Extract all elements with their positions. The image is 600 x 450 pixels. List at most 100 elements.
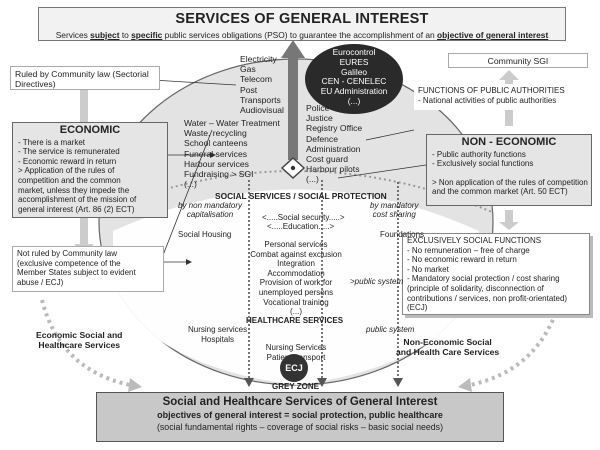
sub-objective: objective of general interest: [437, 30, 549, 40]
not-ruled-box: Not ruled by Community law (exclusive co…: [12, 246, 164, 292]
service-item: Harbour services: [184, 158, 249, 169]
economic-line: accomplishment of the mission of: [18, 195, 137, 205]
service-item: Registry Office: [306, 123, 363, 134]
sub-specific: specific: [131, 30, 163, 40]
ruled-community-text: Ruled by Community law (Sectorial Direct…: [15, 69, 149, 90]
curve-arrow-right-head: [458, 378, 472, 392]
personal-item: Accommodation: [267, 268, 325, 278]
dotted-arrow-mid-head: [317, 378, 327, 387]
social-protection-title: SOCIAL SERVICES / SOCIAL PROTECTION: [215, 191, 387, 201]
excl-social-line: - No economic reward in return: [407, 255, 517, 265]
eu-item: EU Administration: [320, 86, 388, 97]
social-zone: [113, 189, 479, 385]
healthcare-item: Nursing Services: [265, 343, 327, 352]
local-services-list: Water – Water Treatment Waste, recycling…: [184, 118, 280, 189]
education: <.....Education.....>: [267, 222, 335, 231]
service-item: Justice: [306, 113, 333, 124]
note-line: cost sharing: [372, 210, 416, 219]
leader-noneco: [337, 164, 427, 179]
service-item: School canteens: [184, 138, 248, 149]
authority-services-list: Police Justice Registry Office Defence A…: [306, 103, 362, 185]
social-security: <.....Social security.....>: [262, 213, 345, 222]
note-line: by non mandatory: [178, 201, 243, 210]
bottom-note: (social fundamental rights – coverage of…: [156, 422, 444, 432]
personal-item: (...): [290, 307, 302, 317]
note-line: capitalisation: [186, 210, 234, 219]
not-ruled-line: Member States subject to evident: [17, 268, 136, 278]
service-item: Telecom: [240, 74, 272, 85]
service-item: Fundraising > SGI: [184, 169, 254, 180]
eu-item: CEN - CENELEC: [321, 76, 387, 87]
left-arrow-shaft: [80, 90, 88, 122]
sub-to: to: [119, 30, 132, 40]
excl-social-line: contributions / services, non profit-ori…: [407, 293, 568, 303]
personal-item: Personal services: [264, 240, 328, 249]
economic-line: competition and the common: [18, 175, 121, 185]
economic-services-list: Electricity Gas Telecom Post Transports …: [240, 54, 284, 115]
service-item: Electricity: [240, 54, 277, 64]
social-left-note: by non mandatory capitalisation: [178, 201, 242, 219]
service-item: Waste, recycling: [184, 128, 247, 139]
center-arrow-shaft: [288, 58, 298, 160]
excl-social-line: (ECJ): [407, 303, 428, 313]
service-item: Funeral services: [184, 148, 248, 159]
sub-pre: Services: [55, 30, 91, 40]
label-line: Healthcare Services: [38, 340, 121, 351]
economic-social-label: Economic Social and Healthcare Services: [36, 330, 122, 350]
ecj-label: ECJ: [285, 363, 303, 373]
right-arrow-down: [499, 222, 519, 230]
non-economic-title: NON - ECONOMIC: [461, 136, 557, 148]
service-item: Transports: [240, 94, 281, 105]
personal-item: Provision of work for: [259, 278, 333, 288]
service-item: Harbour pilots: [306, 164, 360, 175]
sub-mid: public services obligations (PSO) to gua…: [162, 30, 438, 40]
non-economic-box: NON - ECONOMIC - Public authority functi…: [426, 134, 592, 206]
personal-item: Vocational training: [263, 297, 329, 307]
community-sgi-text: Community SGI: [487, 56, 549, 66]
not-ruled-line: (exclusive competence of the: [17, 258, 121, 268]
service-item: Audiovisual: [240, 105, 284, 116]
non-economic-line: - Public authority functions: [432, 149, 526, 159]
non-economic-line: - Exclusively social functions: [432, 159, 534, 169]
economic-list: - There is a market - The service is rem…: [18, 138, 162, 215]
bottom-subtitle: objectives of general interest = social …: [157, 410, 443, 420]
functions-public-authorities: FUNCTIONS OF PUBLIC AUTHORITIES - Nation…: [414, 84, 594, 110]
community-sgi-box: Community SGI: [448, 53, 588, 68]
functions-title: FUNCTIONS OF PUBLIC AUTHORITIES: [418, 86, 565, 95]
exclusively-social-box: EXCLUSIVELY SOCIAL FUNCTIONS - No remune…: [402, 233, 590, 315]
excl-social-line: (principle of solidarity, disconnection …: [407, 283, 544, 293]
center-dot: [290, 165, 296, 171]
healthcare-item: Hospitals: [201, 334, 235, 344]
excl-social-line: - Mandatory social protection / cost sha…: [407, 274, 560, 284]
economic-line: general interest (Art. 86 (2) ECT): [18, 204, 135, 214]
page-title: SERVICES OF GENERAL INTEREST: [175, 11, 429, 27]
healthcare-title: HEALTHCARE SERVICES: [246, 316, 344, 325]
public-system-social: >public system: [350, 277, 404, 286]
service-item: Defence: [306, 133, 339, 144]
economic-line: - There is a market: [18, 137, 85, 147]
leader-ruled: [151, 79, 237, 86]
leader-water: [157, 129, 213, 269]
economic-title: ECONOMIC: [59, 124, 121, 136]
right-arrow-up: [499, 70, 519, 80]
leader-functions: [365, 129, 415, 141]
bottom-box: Social and Healthcare Services of Genera…: [96, 392, 504, 442]
ecj-badge: ECJ: [280, 354, 308, 382]
service-item: (...): [184, 179, 197, 190]
bottom-title: Social and Healthcare Services of Genera…: [162, 396, 438, 408]
healthcare-left-list: Nursing services Hospitals: [188, 325, 247, 344]
social-housing: Social Housing: [178, 230, 232, 239]
economic-line: > Application of the rules of: [18, 166, 115, 176]
center-arrow-head: [281, 40, 305, 58]
header-box: SERVICES OF GENERAL INTEREST Services su…: [38, 7, 566, 41]
service-item: Gas: [240, 64, 256, 75]
economic-line: market, unless they impede the: [18, 185, 130, 195]
note-line: by mandatory: [370, 201, 419, 210]
service-item: Cost guard: [306, 154, 349, 165]
non-economic-social-label: Non-Economic Social and Health Care Serv…: [396, 337, 499, 357]
personal-item: unemployed persons: [258, 287, 334, 297]
personal-item: Combat against exclusion: [250, 249, 342, 259]
economic-line: - The service is remunerated: [18, 147, 120, 157]
service-item: (...): [306, 174, 319, 185]
